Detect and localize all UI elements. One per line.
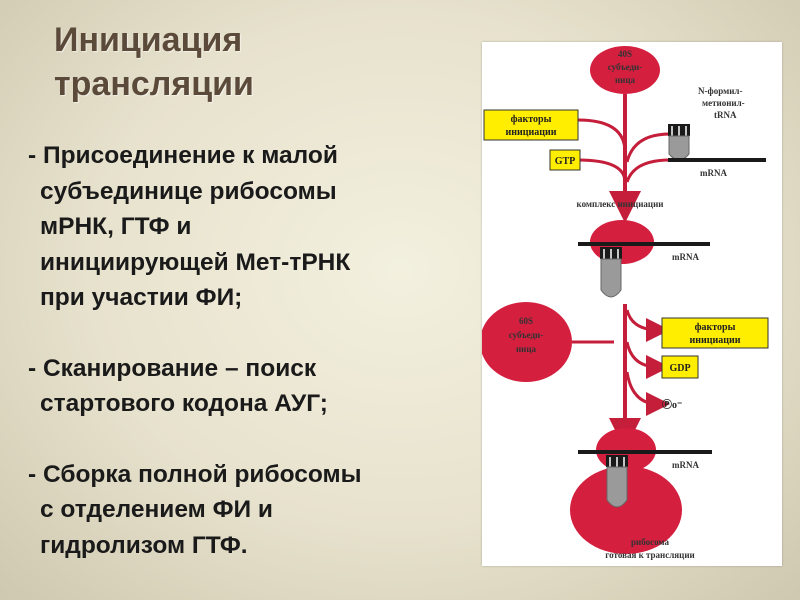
flow-arrow-branch	[625, 309, 670, 342]
flow-arrow-branch	[577, 118, 627, 153]
ribosome-label: готовая к трансляции	[605, 550, 694, 560]
bullet-line: инициирующей Мет-тРНК	[40, 248, 351, 276]
flow-arrow-branch	[577, 158, 627, 183]
trna-body	[606, 466, 628, 508]
gtp-box	[549, 149, 581, 171]
initiation-factors-box	[661, 317, 769, 349]
large-subunit-60s	[482, 302, 572, 382]
bullet-line: - Сборка полной рибосомы	[28, 460, 362, 488]
flow-arrow-branch	[625, 371, 670, 416]
trna-label: tRNA	[714, 110, 737, 120]
bullet-line: стартового кодона АУГ;	[40, 390, 328, 417]
bullet-item: - Сканирование – поиск стартового кодона…	[28, 351, 468, 422]
gtp-label: GTP	[555, 156, 576, 167]
bullet-line: субъединице рибосомы	[40, 177, 337, 205]
small-subunit-40s	[590, 46, 660, 94]
initiation-factors-label: факторы	[511, 114, 552, 125]
flow-arrow-branch	[625, 132, 671, 163]
mrna-label: mRNA	[700, 168, 727, 178]
bullet-list: - Присоединение к малой субъединице рибо…	[28, 138, 468, 598]
mrna-label: mRNA	[672, 460, 699, 470]
small-subunit-label: 40S	[618, 49, 632, 59]
gdp-label: GDP	[669, 363, 690, 374]
trna-body	[668, 135, 690, 161]
phosphate-label: Ⓟo⁻	[662, 398, 682, 411]
initiation-factors-label: факторы	[695, 322, 736, 333]
initiation-factors-label: инициации	[505, 127, 556, 138]
small-subunit-label: ница	[615, 75, 636, 85]
translation-initiation-diagram: 40S субъеди- ница факторы инициации GTP …	[482, 42, 782, 566]
initiation-factors-label: инициации	[689, 335, 740, 346]
diagram-svg: 40S субъеди- ница факторы инициации GTP …	[482, 46, 769, 560]
small-subunit-label: субъеди-	[608, 62, 642, 72]
bullet-line: при участии ФИ;	[40, 284, 243, 311]
ribosome-label: рибосома	[631, 537, 669, 547]
bullet-item: - Присоединение к малой субъединице рибо…	[28, 138, 468, 316]
flow-arrow-branch	[625, 341, 670, 379]
large-subunit-assembled	[570, 466, 682, 554]
large-subunit-label: ница	[516, 344, 537, 354]
bullet-item: - Сборка полной рибосомы с отделением ФИ…	[28, 457, 468, 564]
flow-arrow-branch	[625, 158, 671, 183]
trna-label: N-формил-	[698, 86, 742, 96]
slide-title: Инициация трансляции	[54, 18, 384, 106]
title-line-2: трансляции	[54, 65, 254, 103]
bullet-line: - Сканирование – поиск	[28, 354, 317, 382]
bullet-line: с отделением ФИ и	[40, 496, 273, 523]
initiation-complex-label: комплекс инициации	[577, 199, 664, 209]
bullet-line: гидролизом ГТФ.	[40, 531, 248, 559]
gdp-box	[661, 355, 699, 379]
trna-body	[600, 258, 622, 298]
large-subunit-label: субъеди-	[509, 330, 543, 340]
bullet-line: - Присоединение к малой	[28, 142, 338, 169]
initiation-factors-box	[483, 109, 579, 141]
trna-label: метионил-	[702, 98, 745, 108]
large-subunit-label: 60S	[519, 316, 533, 326]
title-line-1: Инициация	[54, 21, 243, 59]
bullet-line: мРНК, ГТФ и	[40, 213, 192, 240]
mrna-label: mRNA	[672, 252, 699, 262]
